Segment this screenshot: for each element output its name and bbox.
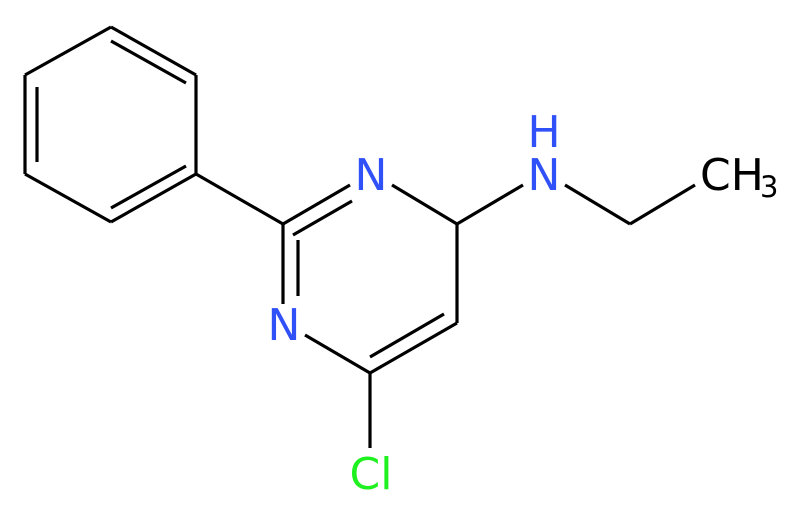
phenyl-bond-1: [110, 25, 197, 77]
atom-n-amine: N: [528, 150, 561, 201]
nh-ch2-bond: [564, 183, 631, 226]
atom-ch3-subscript: 3: [760, 170, 778, 204]
pyrimidine-bond-n3-c4: [391, 183, 458, 226]
phenyl-pyrimidine-bond: [195, 172, 284, 226]
phenyl-double-1: [110, 39, 187, 85]
pyrimidine-bond-c6-n1: [304, 333, 371, 375]
atom-cl: Cl: [350, 449, 393, 500]
atom-n-top: N: [355, 150, 388, 201]
atom-ch3: CH: [700, 150, 764, 201]
pyrimidine-double-c2-n3: [292, 199, 353, 237]
phenyl-bond-3: [110, 172, 197, 224]
pyrimidine-bond-c2-n3: [282, 183, 351, 226]
ch2-ch3-bond: [629, 183, 696, 226]
phenyl-bond-4: [24, 172, 112, 224]
pyrimidine-bond-c5-c6: [369, 321, 458, 375]
pyrimidine-double-c5-c6: [369, 312, 445, 359]
phenyl-bond-6: [24, 25, 112, 77]
c4-nh-bond: [456, 183, 524, 226]
atom-n-bottom: N: [268, 300, 301, 351]
atom-amine-h: H: [527, 107, 560, 158]
phenyl-double-2: [110, 164, 187, 210]
